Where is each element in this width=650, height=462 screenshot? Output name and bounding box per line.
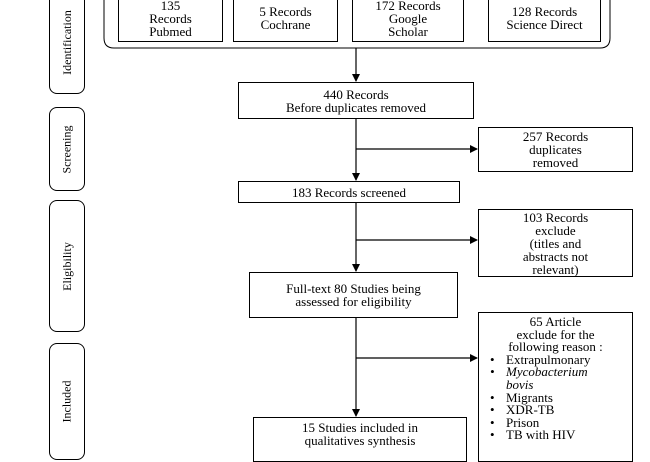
screen-excluded-box: 103 Records exclude (titles and abstract… bbox=[478, 209, 633, 277]
fulltext-assessed-box: Full-text 80 Studies being assessed for … bbox=[249, 272, 458, 318]
source-group-bracket bbox=[103, 0, 611, 49]
prisma-flow-diagram: Identification Screening Eligibility Inc… bbox=[0, 0, 650, 450]
phase-eligibility: Eligibility bbox=[49, 200, 85, 332]
duplicates-removed-box: 257 Records duplicates removed bbox=[478, 127, 633, 172]
records-screened-box: 183 Records screened bbox=[238, 181, 460, 203]
phase-screening-label: Screening bbox=[59, 125, 74, 173]
exclusion-reason-list: Extrapulmonary Mycobacterium bovis Migra… bbox=[479, 353, 632, 442]
studies-included-box: 15 Studies included in qualitatives synt… bbox=[253, 417, 467, 462]
source-box-cochrane: 5 Records Cochrane bbox=[233, 0, 338, 42]
exclusion-reason-item: Mycobacterium bbox=[490, 366, 632, 379]
phase-identification-label: Identification bbox=[59, 9, 74, 75]
exclusion-reason-item: Prison bbox=[490, 416, 632, 430]
phase-identification: Identification bbox=[49, 0, 85, 94]
exclusion-reason-item: Extrapulmonary bbox=[490, 353, 632, 367]
exclusion-reason-item: TB with HIV bbox=[490, 429, 632, 442]
flow-connectors bbox=[103, 0, 611, 417]
source-box-pubmed: 135 Records Pubmed bbox=[118, 0, 223, 42]
source-box-google-scholar: 172 Records Google Scholar bbox=[352, 0, 464, 42]
phase-included: Included bbox=[49, 343, 85, 460]
phase-included-label: Included bbox=[59, 380, 74, 423]
phase-screening: Screening bbox=[49, 107, 85, 191]
exclusion-reason-item: Migrants bbox=[490, 391, 632, 405]
fulltext-excluded-heading: 65 Article exclude for the following rea… bbox=[508, 314, 603, 355]
exclusion-reason-item: XDR-TB bbox=[490, 403, 632, 417]
records-before-duplicates-box: 440 Records Before duplicates removed bbox=[238, 82, 474, 119]
exclusion-reason-continuation: bovis bbox=[506, 376, 534, 392]
phase-eligibility-label: Eligibility bbox=[59, 241, 74, 291]
fulltext-excluded-box: 65 Article exclude for the following rea… bbox=[478, 312, 633, 462]
source-box-science-direct: 128 Records Science Direct bbox=[488, 0, 601, 42]
